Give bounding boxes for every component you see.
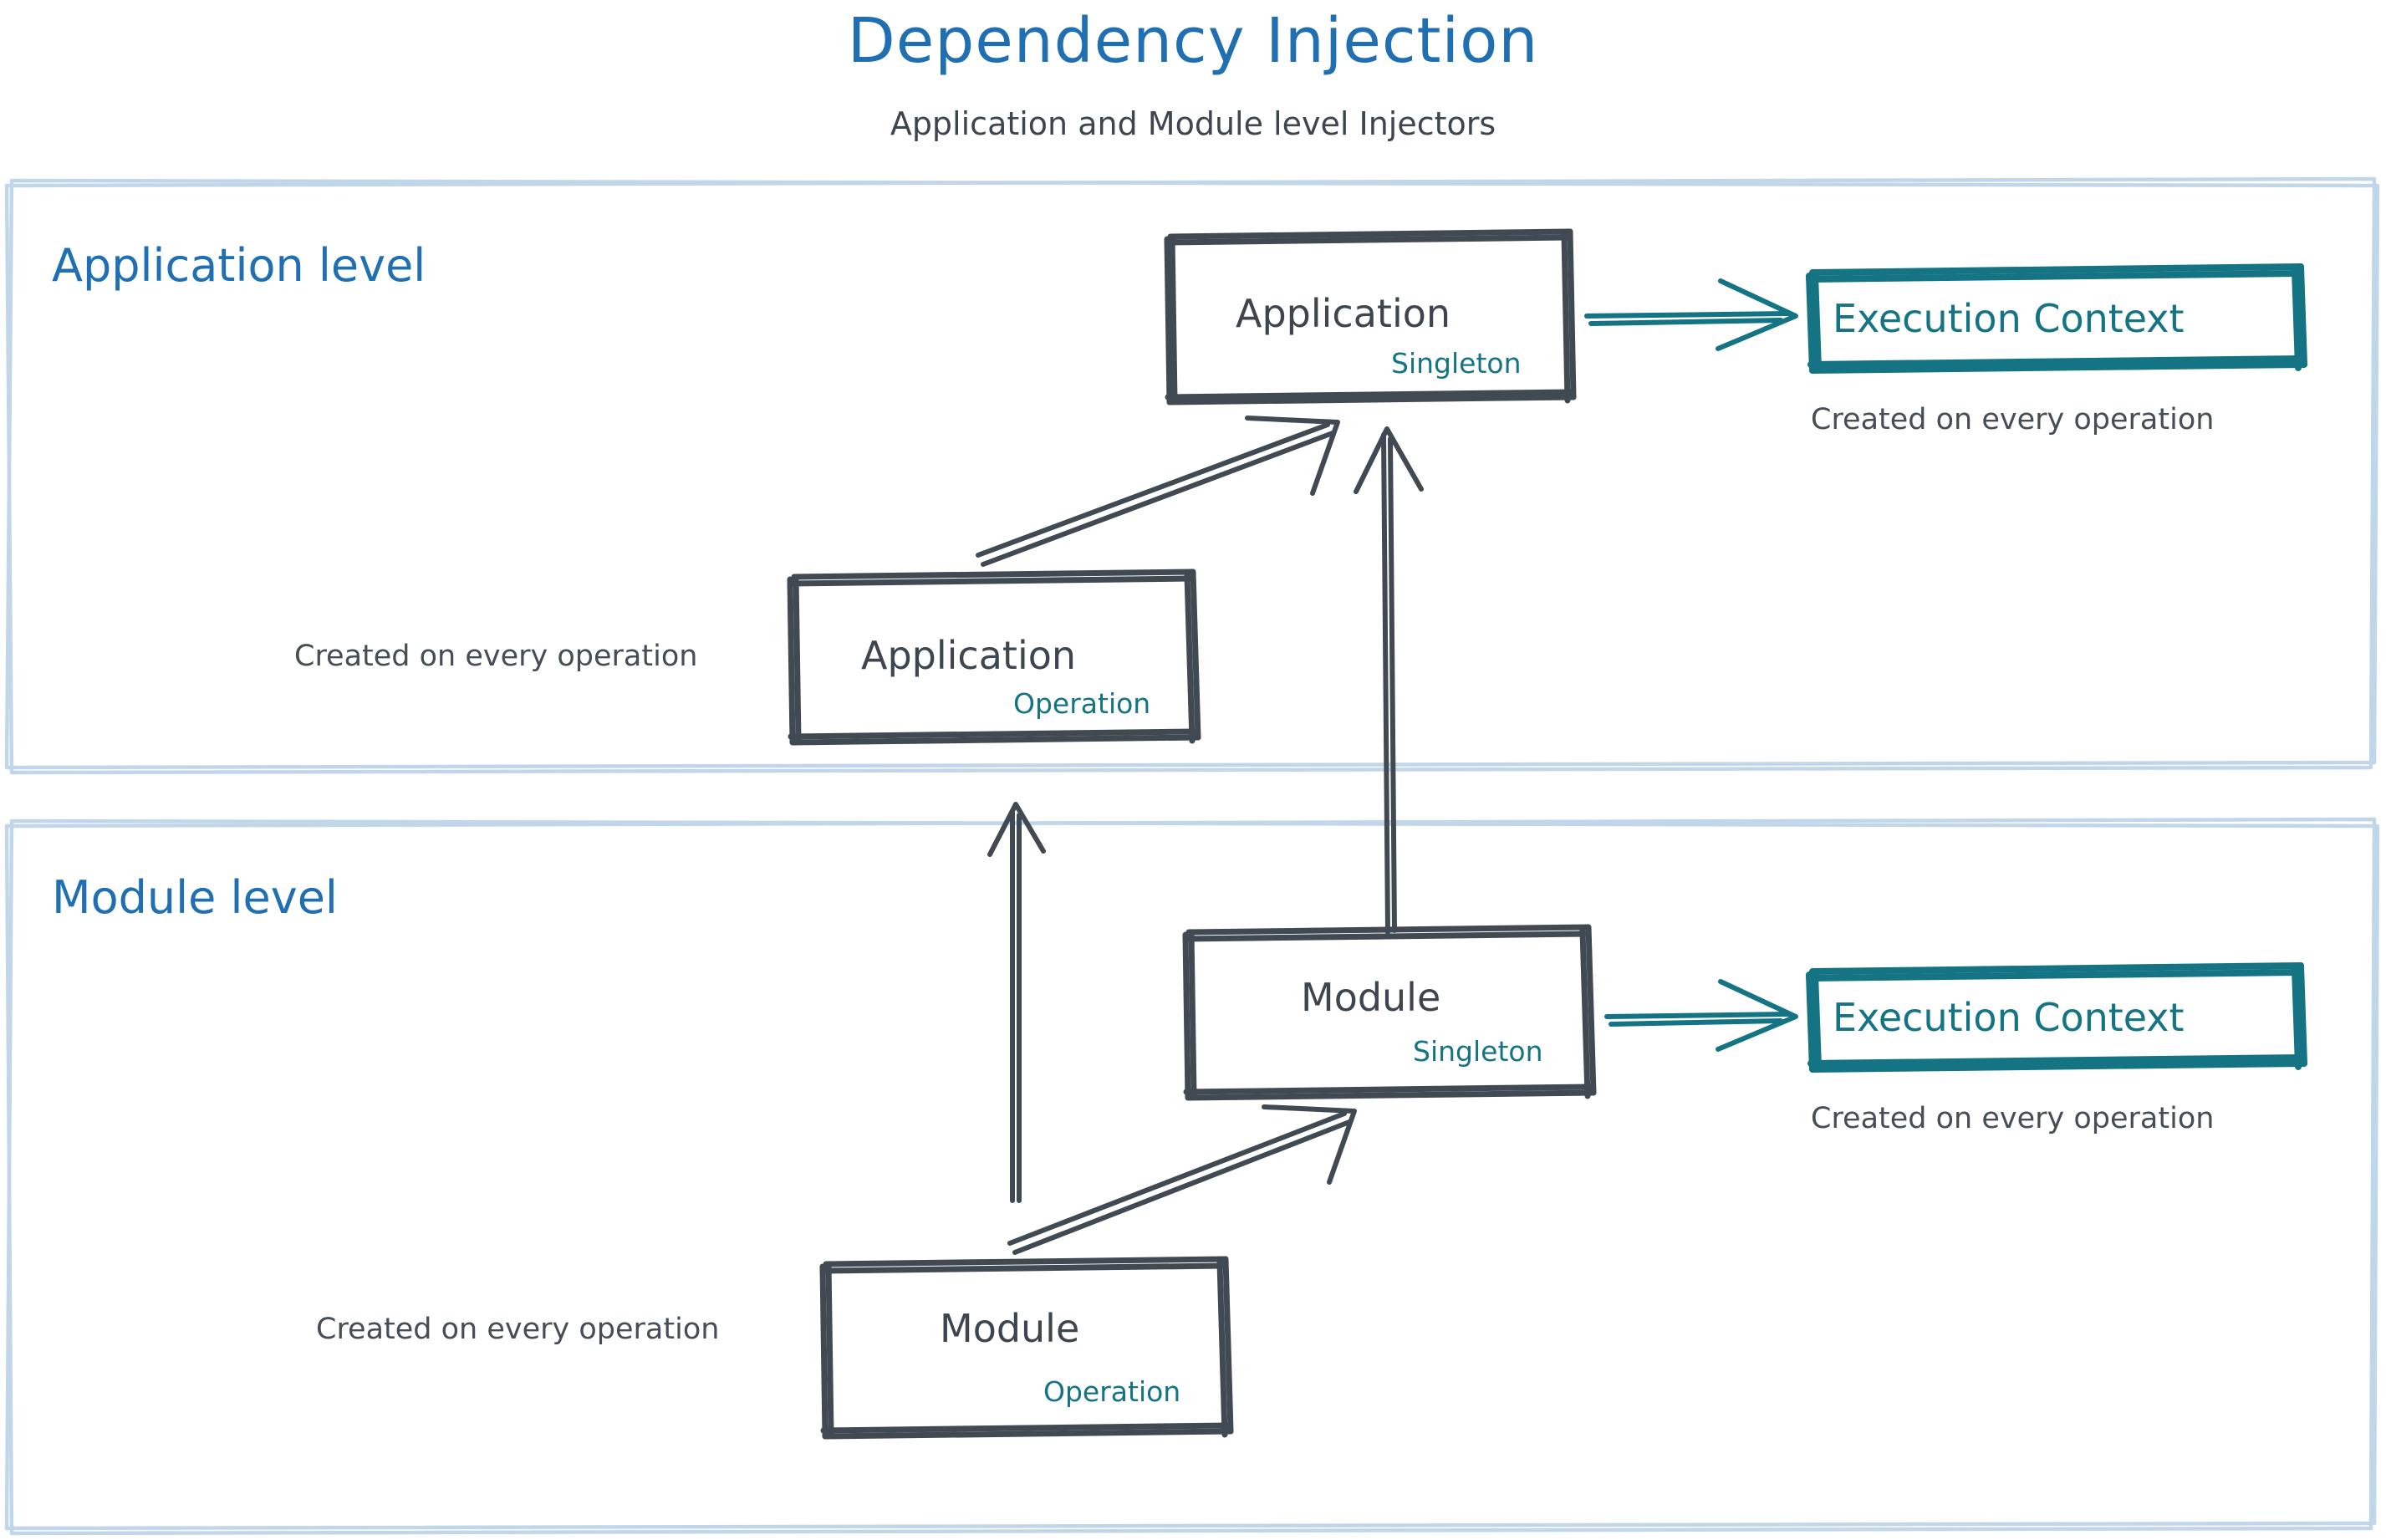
application-level-panel <box>4 176 2380 775</box>
page-subtitle: Application and Module level Injectors <box>890 105 1496 142</box>
arrow-right-icon-application <box>1584 278 1798 351</box>
module-execution-context-note: Created on every operation <box>1811 1102 2215 1135</box>
application-execution-context-title: Execution Context <box>1833 296 2185 341</box>
arrow-up-icon-module-to-application <box>1354 426 1424 935</box>
module-singleton-box[interactable] <box>1182 924 1597 1101</box>
module-operation-box[interactable] <box>819 1256 1234 1440</box>
arrow-diagonal-icon-application <box>976 416 1340 567</box>
application-singleton-title: Application <box>1236 291 1451 336</box>
page-title: Dependency Injection <box>847 5 1539 77</box>
application-operation-tag: Operation <box>1013 687 1151 720</box>
application-execution-context-note: Created on every operation <box>1811 403 2215 436</box>
arrow-diagonal-icon-module <box>1007 1104 1357 1255</box>
arrow-right-icon-module <box>1604 979 1798 1052</box>
application-singleton-box[interactable] <box>1164 228 1577 405</box>
module-singleton-tag: Singleton <box>1413 1035 1543 1068</box>
module-operation-tag: Operation <box>1043 1375 1181 1408</box>
module-singleton-title: Module <box>1301 975 1441 1020</box>
module-execution-context-box[interactable] <box>1806 962 2307 1073</box>
application-operation-box[interactable] <box>787 569 1201 746</box>
application-operation-note: Created on every operation <box>294 640 698 673</box>
module-execution-context-title: Execution Context <box>1833 995 2185 1040</box>
arrow-up-icon-module-level-to-application-level <box>987 802 1046 1203</box>
module-level-panel <box>4 817 2380 1536</box>
application-operation-title: Application <box>861 633 1077 678</box>
panel-label-application-level: Application level <box>52 239 426 292</box>
application-execution-context-box[interactable] <box>1806 263 2307 374</box>
application-singleton-tag: Singleton <box>1391 347 1522 380</box>
module-operation-note: Created on every operation <box>316 1313 720 1346</box>
module-operation-title: Module <box>940 1306 1080 1351</box>
panel-label-module-level: Module level <box>52 871 338 924</box>
